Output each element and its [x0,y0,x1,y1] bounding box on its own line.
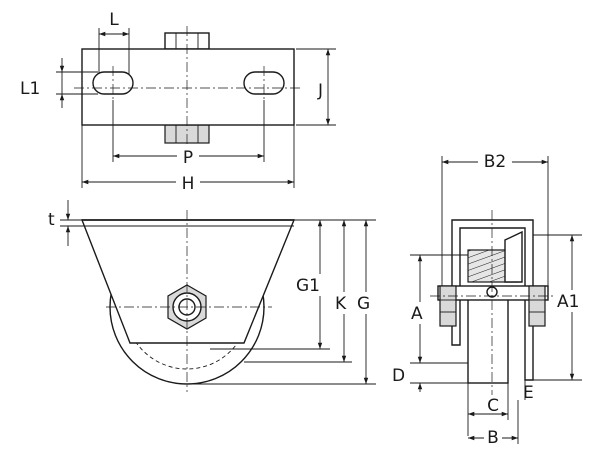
dimension-L1: L1 [20,58,98,108]
label-H: H [182,174,195,194]
label-B: B [487,428,499,448]
dimension-A1: A1 [533,234,590,381]
dimension-B: B [468,400,519,448]
label-A1: A1 [557,292,579,312]
label-t: t [48,210,55,230]
dimension-G1: G1 [210,219,376,350]
label-G1: G1 [296,276,320,296]
label-B2: B2 [484,152,506,172]
label-K: K [335,294,347,314]
dimension-J: J [296,48,336,126]
side-nut-left [439,285,457,327]
dimension-H: H [81,125,295,194]
dimension-G: G [187,220,376,385]
side-wheel [467,289,509,384]
side-view: B2 A D A1 C [392,150,590,448]
label-C: C [487,396,499,416]
dimension-P: P [112,100,265,168]
front-view: t G1 K G [48,200,376,392]
dimension-t: t [48,200,82,246]
label-A: A [411,304,423,324]
dimension-C: C E [467,380,534,436]
dimension-B2: B2 [441,150,549,286]
top-view: L L1 J P [20,10,336,194]
dimension-D: D [392,356,468,392]
label-L: L [109,10,119,30]
side-nut-right [528,285,546,327]
dimension-K: K [244,220,352,363]
label-D: D [392,366,405,386]
dimension-A: A [410,254,468,364]
label-J: J [317,81,323,101]
label-E: E [523,383,534,403]
label-G: G [357,294,370,314]
dimension-L: L [98,10,130,74]
label-P: P [183,148,193,168]
label-L1: L1 [20,79,40,99]
